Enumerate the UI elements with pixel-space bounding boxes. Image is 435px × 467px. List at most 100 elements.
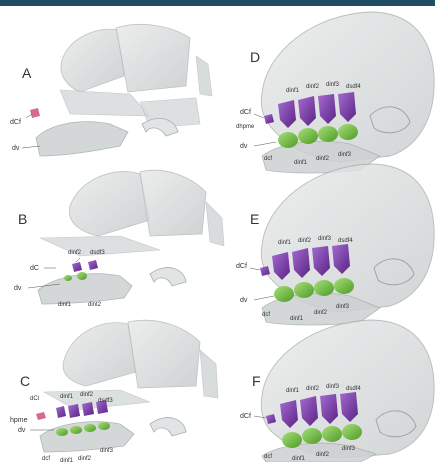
panel-d: D dinf1 dinf2 dinf3 dsdf4 dCf dhpme dv d… — [236, 12, 434, 173]
panel-e: E dinf1 dinf2 dinf3 dsdf4 dCf dv dcf din… — [236, 164, 434, 325]
label-t4: dsdf4 — [346, 84, 361, 90]
lower-tooth — [334, 278, 354, 294]
label-dinf2: dinf2 — [68, 250, 82, 256]
panel-letter: D — [250, 49, 260, 65]
lower-tooth — [70, 426, 82, 434]
label-dcf: dCf — [10, 119, 21, 126]
upper-tooth — [56, 406, 66, 418]
label-b1: dcf — [264, 454, 272, 460]
label-dcf: dCf — [240, 413, 251, 420]
lower-tooth — [64, 275, 72, 281]
skull-fragment — [116, 24, 190, 92]
label-dint2: dint2 — [88, 302, 102, 308]
lower-tooth — [318, 126, 338, 142]
label-b3: dinf2 — [314, 310, 328, 316]
label-t3: dinf3 — [318, 236, 332, 242]
tooth-bud — [36, 412, 46, 420]
label-dv: dv — [18, 427, 26, 434]
label-b1: dcf — [42, 456, 50, 462]
label-b4: dinf3 — [100, 448, 114, 454]
label-t3: dinf3 — [326, 82, 340, 88]
jaw — [36, 122, 128, 156]
lower-tooth — [298, 128, 318, 144]
lower-tooth — [282, 432, 302, 448]
label-t2: dinf2 — [306, 84, 320, 90]
label-top1: dinf1 — [60, 394, 74, 400]
label-dcf: dCf — [240, 109, 251, 116]
label-t2: dinf2 — [306, 386, 320, 392]
panel-letter: C — [20, 373, 30, 389]
lower-tooth — [56, 428, 68, 436]
panel-b: B dinf2 dsdf3 dC dv dinf1 dint2 — [14, 170, 224, 308]
panel-letter: E — [250, 211, 259, 227]
label-dcf: dCf — [236, 263, 247, 270]
label-t1: dinf1 — [278, 240, 292, 246]
label-b2: dinf1 — [290, 316, 304, 322]
label-b4: dinf3 — [338, 152, 352, 158]
lower-tooth — [98, 422, 110, 430]
skull-fragment — [60, 90, 150, 116]
figure: A dCf dv B dinf2 dsdf3 dC dv dinf — [0, 6, 435, 462]
lower-tooth — [294, 282, 314, 298]
label-b4: dinf3 — [336, 304, 350, 310]
label-t4: dsdf4 — [346, 386, 361, 392]
panel-c: C dCl dinf1 dinf2 dsdf3 hpme dv dcf dinf… — [10, 320, 218, 462]
skull-fragment — [200, 350, 218, 398]
label-t2: dinf2 — [298, 238, 312, 244]
label-dc: dCl — [30, 396, 39, 402]
panel-f: F dinf1 dinf2 dinf3 dsdf4 dCf dcf dinf1 … — [240, 320, 434, 462]
jaw-ramus — [150, 268, 186, 286]
label-dv: dv — [240, 297, 248, 304]
label-t1: dinf1 — [286, 88, 300, 94]
lower-tooth — [77, 272, 87, 280]
skull-fragment — [196, 56, 212, 96]
skull-fragment — [61, 29, 124, 92]
upper-tooth — [68, 404, 80, 418]
label-top3: dsdf3 — [98, 398, 113, 404]
lower-tooth — [314, 280, 334, 296]
skull-fragment — [128, 320, 200, 388]
label-dv: dv — [14, 285, 22, 292]
label-b2: dinf1 — [60, 458, 74, 462]
lower-tooth — [338, 124, 358, 140]
label-hpme: hpme — [10, 417, 28, 424]
label-b3: dinf2 — [316, 452, 330, 458]
lower-tooth — [84, 424, 96, 432]
label-dhpme: dhpme — [236, 124, 255, 130]
label-dinf1: dinf1 — [58, 302, 72, 308]
label-b1: dcf — [264, 156, 272, 162]
jaw-ramus — [150, 418, 186, 436]
label-top2: dinf2 — [80, 392, 94, 398]
label-b1: dcf — [262, 312, 270, 318]
lower-tooth — [322, 426, 342, 442]
label-t4: dsdf4 — [338, 238, 353, 244]
label-dc: dC — [30, 265, 39, 272]
skull-fragment — [63, 323, 136, 386]
upper-tooth — [88, 260, 98, 270]
label-dsdf3: dsdf3 — [90, 250, 105, 256]
label-dv: dv — [240, 143, 248, 150]
figure-canvas: A dCf dv B dinf2 dsdf3 dC dv dinf — [0, 6, 435, 462]
label-b4: dinf3 — [342, 446, 356, 452]
upper-tooth — [82, 402, 94, 416]
lower-tooth — [342, 424, 362, 440]
panel-letter: F — [252, 373, 261, 389]
panel-a: A dCf dv — [10, 24, 212, 156]
panel-letter: B — [18, 211, 27, 227]
label-b3: dinf2 — [78, 456, 92, 462]
upper-tooth — [72, 262, 82, 272]
skull-fragment — [69, 172, 150, 236]
label-b2: dinf1 — [292, 456, 306, 462]
lower-tooth — [302, 428, 322, 444]
tooth-bud — [30, 108, 40, 118]
label-t1: dinf1 — [286, 388, 300, 394]
label-dv: dv — [12, 145, 20, 152]
label-b3: dinf2 — [316, 156, 330, 162]
label-t3: dinf3 — [326, 384, 340, 390]
lower-tooth — [274, 286, 294, 302]
panel-letter: A — [22, 65, 32, 81]
lower-tooth — [278, 132, 298, 148]
skull-fragment — [140, 170, 206, 236]
label-b2: dinf1 — [294, 160, 308, 166]
skull-fragment — [206, 202, 224, 246]
